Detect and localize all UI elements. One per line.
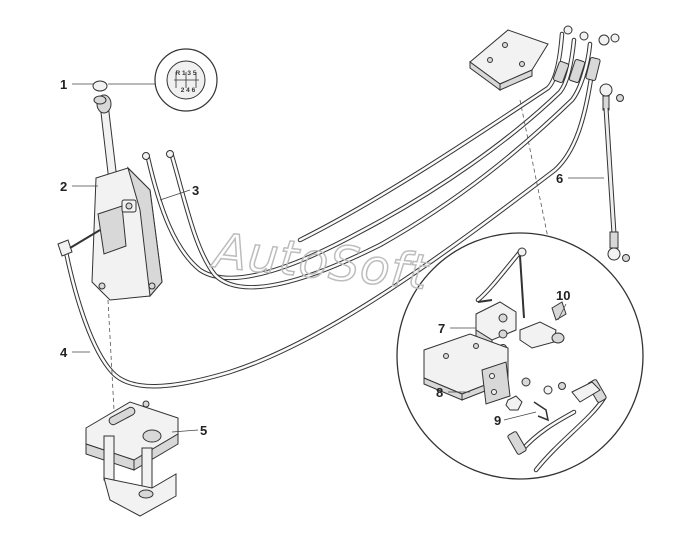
callout-1: 1 (60, 77, 67, 92)
cable-3a (145, 37, 577, 281)
shifter-assembly-2 (57, 94, 174, 301)
cable-3b (169, 41, 593, 290)
callout-5: 5 (200, 423, 207, 438)
alignment-line-shifter (107, 299, 115, 411)
alignment-line-zoom (519, 99, 549, 239)
shift-pattern-top-row: R 1 3 5 (176, 70, 197, 77)
shift-pattern-badge: R 1 3 5 2 4 6 (154, 48, 218, 112)
shift-pattern-bottom-row: 2 4 6 (181, 87, 196, 94)
callout-labels: 1 2 3 4 5 6 7 8 9 10 (60, 77, 570, 438)
cable-4 (63, 69, 595, 389)
mounting-bracket-5 (85, 400, 179, 517)
callout-6: 6 (556, 171, 563, 186)
callout-7: 7 (438, 321, 445, 336)
callout-8: 8 (436, 385, 443, 400)
callout-10: 10 (556, 288, 570, 303)
link-rod-6 (599, 83, 630, 262)
top-mounting-bracket (469, 29, 549, 91)
callout-4: 4 (60, 345, 68, 360)
callout-9: 9 (494, 413, 501, 428)
cable-end-fittings (552, 25, 620, 84)
leader-lines (72, 83, 604, 433)
callout-3: 3 (192, 183, 199, 198)
detail-view (396, 232, 644, 480)
callout-2: 2 (60, 179, 67, 194)
gear-knob-1 (92, 80, 108, 105)
gear-cables (63, 25, 620, 389)
